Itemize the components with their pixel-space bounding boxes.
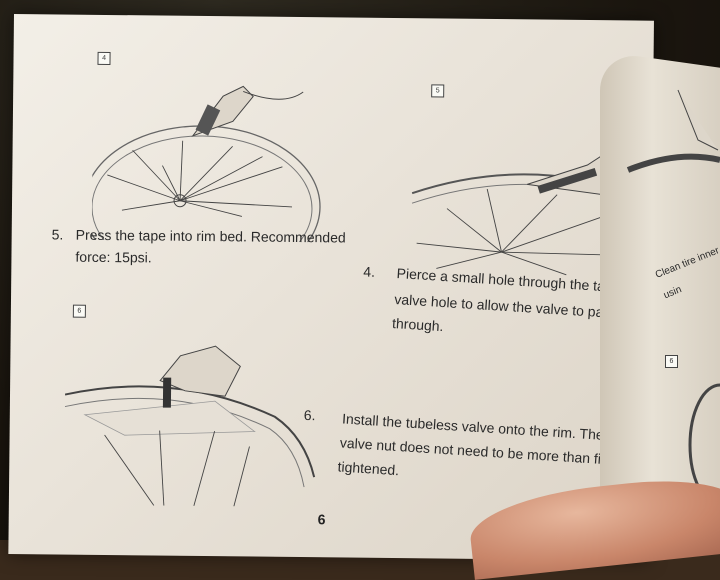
figure-4-illustration	[91, 85, 321, 243]
step-6-line-3: tightened.	[337, 458, 400, 479]
step-5-line-2: force: 15psi.	[75, 248, 152, 266]
next-page-figure-label: 6	[665, 355, 678, 368]
step-6-number: 6.	[303, 407, 316, 424]
figure-4-label: 4	[97, 51, 111, 66]
step-5-number: 5.	[51, 226, 64, 243]
step-5-line-1: Press the tape into rim bed. Recommended	[75, 226, 346, 246]
manual-page: 4 5 5. Press the tape into rim bed. Reco…	[8, 14, 654, 561]
page-number: 6	[317, 511, 326, 528]
step-4-line-3: through.	[391, 314, 444, 335]
figure-5-label: 5	[431, 84, 445, 98]
step-4-number: 4.	[363, 263, 376, 280]
next-page-figure	[626, 89, 720, 173]
next-page-wheel	[688, 383, 720, 507]
figure-6-label: 6	[72, 304, 86, 318]
figure-6-illustration	[64, 345, 316, 507]
